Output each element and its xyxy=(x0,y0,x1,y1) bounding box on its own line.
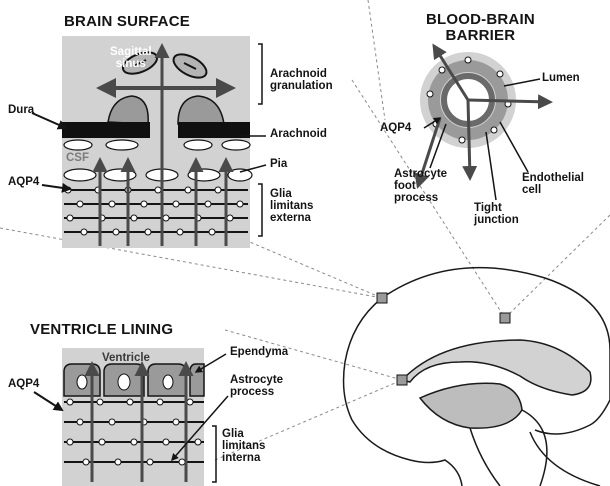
arachnoid-label: Arachnoid xyxy=(270,128,327,140)
astrocyte-foot-process-label: Astrocyte foot process xyxy=(394,168,447,204)
blood-brain-barrier-title: BLOOD-BRAIN BARRIER xyxy=(426,12,535,44)
glia-limitans-externa-label: Glia limitans externa xyxy=(270,188,313,224)
brain-surface-title: BRAIN SURFACE xyxy=(64,14,190,30)
ependyma-label: Ependyma xyxy=(230,346,288,358)
ventricle-lining-panel xyxy=(34,348,228,486)
lumen-label: Lumen xyxy=(542,72,580,84)
sagittal-sinus-label: Sagittal sinus xyxy=(110,46,152,70)
marker-square-ventricle xyxy=(397,375,407,385)
aqp4-bbb-label: AQP4 xyxy=(380,122,411,134)
marker-square-bbb xyxy=(500,313,510,323)
ventricle-lining-title: VENTRICLE LINING xyxy=(30,322,173,338)
aqp4-surface-label: AQP4 xyxy=(8,176,39,188)
dura-label: Dura xyxy=(8,104,34,116)
aqp4-ventricle-label: AQP4 xyxy=(8,378,39,390)
pia-label: Pia xyxy=(270,158,287,170)
ventricle-label: Ventricle xyxy=(102,352,150,364)
arachnoid-granulation-label: Arachnoid granulation xyxy=(270,68,333,92)
glia-limitans-interna-label: Glia limitans interna xyxy=(222,428,265,464)
csf-label: CSF xyxy=(66,152,89,164)
marker-square-surface xyxy=(377,293,387,303)
endothelial-cell-label: Endothelial cell xyxy=(522,172,584,196)
astrocyte-process-label: Astrocyte process xyxy=(230,374,283,398)
dura-membrane xyxy=(178,122,250,138)
tight-junction-label: Tight junction xyxy=(474,202,519,226)
dura-membrane xyxy=(62,122,150,138)
